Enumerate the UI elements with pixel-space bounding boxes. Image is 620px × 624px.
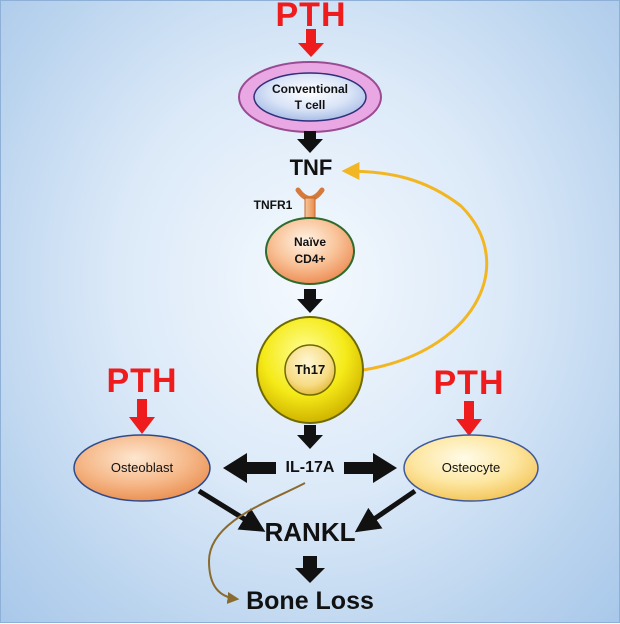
conventional-t-cell-line2: T cell <box>294 98 326 112</box>
arrow-th17-to-il17a <box>297 425 323 449</box>
arrow-osteocyte-to-rankl <box>354 488 417 533</box>
th17-label: Th17 <box>294 362 326 377</box>
arrow-il17a-to-osteoblast <box>223 453 276 483</box>
pth-left-arrow <box>129 399 155 434</box>
pth-left-label: PTH <box>106 362 178 400</box>
th17-to-tnf-feedback-arrow <box>341 162 489 372</box>
th17-cell <box>256 316 364 424</box>
arrow-naive-to-th17 <box>297 289 323 313</box>
conventional-t-cell <box>238 61 382 133</box>
tnfr1-label: TNFR1 <box>253 198 293 212</box>
bone-loss-label: Bone Loss <box>246 587 374 615</box>
rankl-label: RANKL <box>264 517 356 547</box>
osteocyte-cell <box>403 434 539 502</box>
arrow-conventional-to-tnf <box>297 131 323 153</box>
il17a-label: IL-17A <box>285 459 335 476</box>
conventional-t-cell-label: Conventional T cell <box>250 81 370 113</box>
pth-right-label: PTH <box>433 364 505 402</box>
conventional-t-cell-line1: Conventional <box>271 82 348 96</box>
pth-top-arrow <box>298 29 324 57</box>
osteoblast-cell <box>73 434 211 502</box>
naive-cd4-line2: CD4+ <box>294 252 326 266</box>
il17a-to-bone-loss-arrow <box>207 482 306 604</box>
osteoblast-label: Osteoblast <box>110 460 174 475</box>
pth-top-label: PTH <box>275 0 347 34</box>
osteocyte-label: Osteocyte <box>441 460 501 475</box>
naive-cd4-cell <box>265 217 355 285</box>
tnf-label: TNF <box>289 155 333 180</box>
naive-cd4-label: Naïve CD4+ <box>270 234 350 268</box>
naive-cd4-line1: Naïve <box>293 235 327 249</box>
arrow-rankl-to-bone-loss <box>295 556 325 583</box>
arrow-il17a-to-osteocyte <box>344 453 397 483</box>
pth-right-arrow <box>456 401 482 436</box>
arrow-osteoblast-to-rankl <box>197 488 266 532</box>
